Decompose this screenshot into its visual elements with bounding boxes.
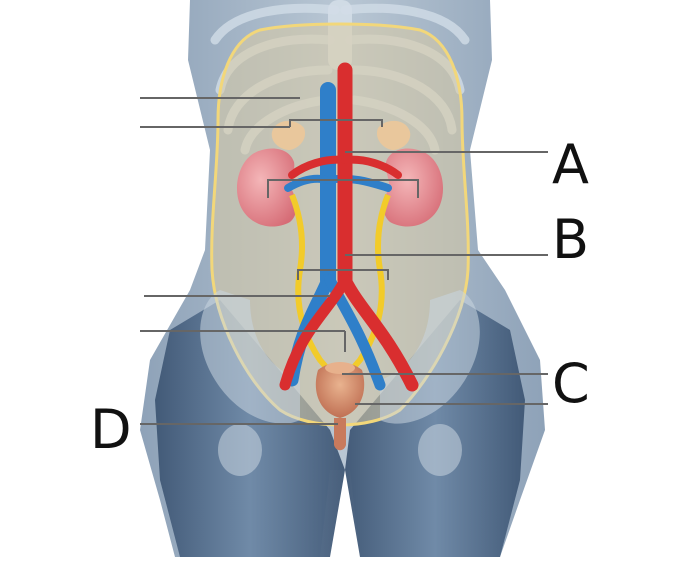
kidney-left (236, 148, 297, 227)
adrenal-gland-right (376, 120, 411, 150)
abdominal-aorta (279, 62, 419, 392)
bladder-opening (325, 362, 355, 374)
label-a: A (552, 133, 589, 196)
label-d: D (90, 398, 132, 461)
pelvis (200, 290, 480, 476)
leader-lines-labeled (140, 151, 548, 425)
urethra (334, 418, 346, 451)
label-c: C (552, 352, 590, 415)
label-b: B (552, 208, 589, 271)
leader-lines-left (140, 97, 383, 352)
kidney-right (383, 148, 444, 227)
urinary-bladder (315, 362, 365, 418)
adrenal-gland-left (271, 120, 306, 150)
